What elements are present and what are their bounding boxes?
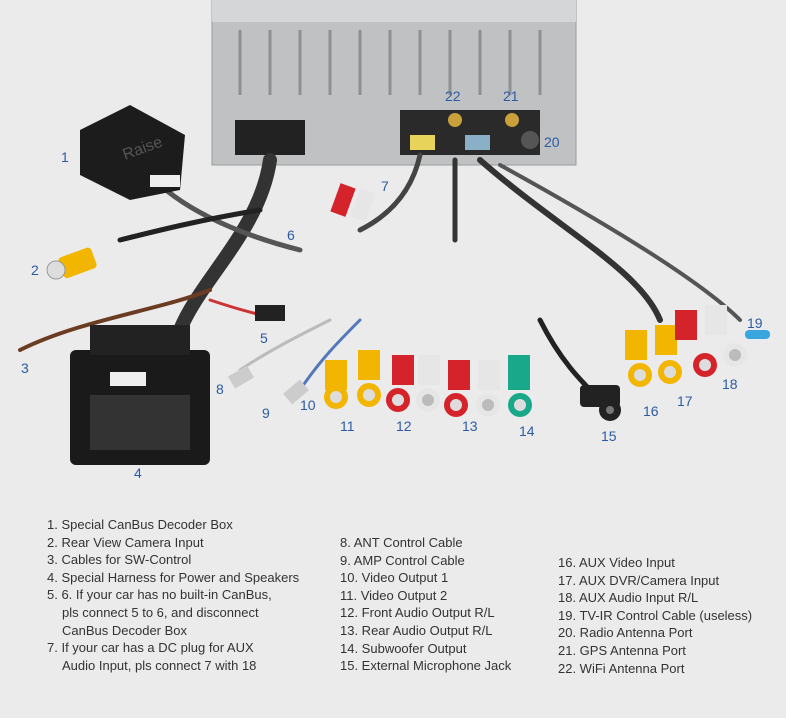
legend-item: 1. Special CanBus Decoder Box: [47, 517, 233, 532]
legend-item: 21. GPS Antenna Port: [558, 642, 686, 658]
callout-22: 22: [445, 88, 461, 104]
callout-6: 6: [287, 227, 295, 243]
legend-column-1: 1. Special CanBus Decoder Box 2. Rear Vi…: [47, 516, 299, 674]
callout-4: 4: [134, 465, 142, 481]
callout-15: 15: [601, 428, 617, 444]
legend-item-continued: CanBus Decoder Box: [62, 622, 188, 638]
callout-12: 12: [396, 418, 412, 434]
callout-13: 13: [462, 418, 478, 434]
legend-item: 18. AUX Audio Input R/L: [558, 590, 699, 606]
legend-item: 8. ANT Control Cable: [340, 535, 463, 550]
canbus-decoder-box: Raise: [80, 105, 185, 200]
callout-5: 5: [260, 330, 268, 346]
callout-18: 18: [722, 376, 738, 392]
legend-item: 17. AUX DVR/Camera Input: [558, 572, 720, 588]
legend-item: 11. Video Output 2: [340, 587, 448, 603]
legend-item: 2. Rear View Camera Input: [47, 534, 204, 550]
legend-item: 3. Cables for SW-Control: [47, 552, 192, 568]
legend-column-2: 8. ANT Control Cable 9. AMP Control Cabl…: [340, 534, 511, 675]
callout-17: 17: [677, 393, 693, 409]
callout-20: 20: [544, 134, 560, 150]
legend-item: 9. AMP Control Cable: [340, 552, 465, 568]
legend-item: 15. External Microphone Jack: [340, 658, 512, 674]
legend-item: 12. Front Audio Output R/L: [340, 605, 495, 621]
head-unit-rear: [211, 0, 577, 166]
wiring-diagram-illustration: Raise: [18, 0, 770, 465]
legend-item: 14. Subwoofer Output: [340, 640, 467, 656]
callout-1: 1: [61, 149, 69, 165]
callout-21: 21: [503, 88, 519, 104]
legend-item: 7. If your car has a DC plug for AUX: [47, 640, 254, 656]
callout-10: 10: [300, 397, 316, 413]
legend-item: 5. 6. If your car has no built-in CanBus…: [47, 587, 272, 603]
rear-camera-rca: [46, 247, 97, 280]
legend-item-continued: pls connect 5 to 6, and disconnect: [62, 604, 259, 620]
rca-plugs: [324, 183, 770, 421]
legend-item: 10. Video Output 1: [340, 570, 449, 586]
callout-7: 7: [381, 178, 389, 194]
legend-item: 19. TV-IR Control Cable (useless): [558, 607, 753, 623]
legend-item: 22. WiFi Antenna Port: [558, 660, 685, 676]
callout-19: 19: [747, 315, 763, 331]
callout-9: 9: [262, 405, 270, 421]
legend-item: 13. Rear Audio Output R/L: [340, 622, 493, 638]
callout-3: 3: [21, 360, 29, 376]
callout-16: 16: [643, 403, 659, 419]
callout-14: 14: [519, 423, 535, 439]
power-speaker-harness: [70, 325, 210, 465]
callout-8: 8: [216, 381, 224, 397]
legend-item-continued: Audio Input, pls connect 7 with 18: [62, 657, 257, 673]
legend-column-3: 16. AUX Video Input 17. AUX DVR/Camera I…: [558, 554, 752, 677]
callout-11: 11: [340, 418, 355, 434]
legend-item: 16. AUX Video Input: [558, 555, 675, 570]
legend-item: 20. Radio Antenna Port: [558, 625, 693, 641]
legend-item: 4. Special Harness for Power and Speaker…: [47, 569, 300, 585]
callout-2: 2: [31, 262, 39, 278]
